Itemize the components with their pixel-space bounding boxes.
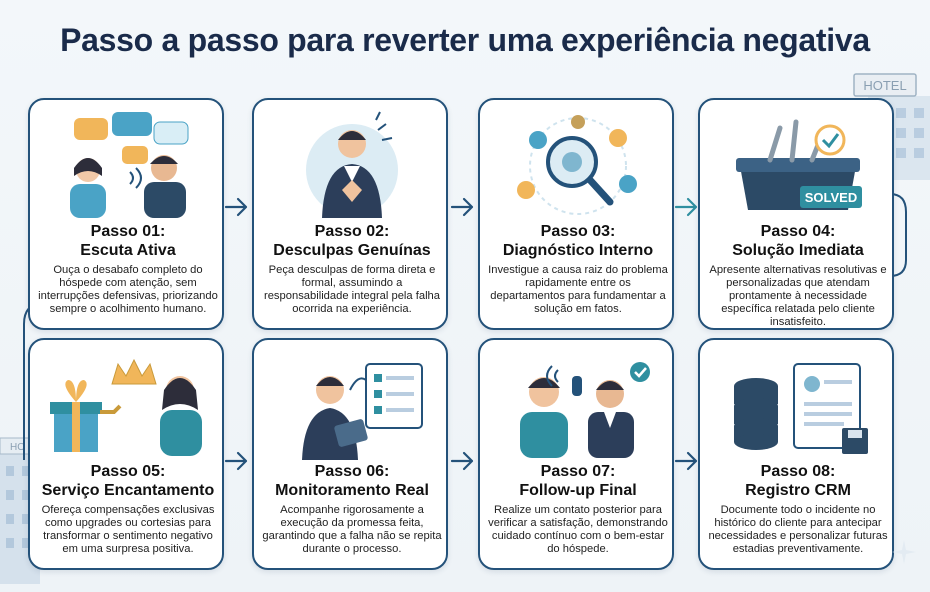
magnifier-gears-icon [517,115,637,215]
sparkle-icon [892,540,916,564]
step-2-title: Passo 02:Desculpas Genuínas [273,223,431,259]
arrow-right-icon [224,451,248,471]
arrow-right-icon [450,451,474,471]
step-5-title: Passo 05:Serviço Encantamento [41,463,215,499]
step-8-title: Passo 08:Registro CRM [745,463,851,499]
toolbox-icon: SOLVED [736,119,862,210]
step-card-6: Passo 06:Monitoramento Real Acompanhe ri… [252,338,448,570]
step-6-description: Acompanhe rigorosamente a execução da pr… [262,504,442,555]
step-card-8: Passo 08:Registro CRM Documente todo o i… [698,338,894,570]
step-card-4: SOLVED Passo 04:Solução Imediata Apresen… [698,98,894,330]
arrow-right-icon [674,197,698,217]
step-7-description: Realize um contato posterior para verifi… [488,504,668,555]
step-7-title: Passo 07:Follow-up Final [519,463,637,499]
row-connector-right [889,193,907,277]
page-title: Passo a passo para reverter uma experiên… [60,22,870,58]
step-card-1: Passo 01:Escuta Ativa Ouça o desabafo co… [28,98,224,330]
step-2-description: Peça desculpas de forma direta e formal,… [263,264,441,315]
step-8-description: Documente todo o incidente no histórico … [708,504,888,555]
arrow-right-icon [224,197,248,217]
step-3-description: Investigue a causa raiz do problema rapi… [488,264,668,315]
step-6-title: Passo 06:Monitoramento Real [275,463,429,499]
step-4-description: Apresente alternativas resolutivas e per… [709,264,887,328]
database-document-icon [734,363,868,454]
hotel-sign-left: HO [10,442,25,453]
step-card-3: Passo 03:Diagnóstico Interno Investigue … [478,98,674,330]
tablet-checklist-icon [302,363,423,460]
step-5-description: Ofereça compensações exclusivas como upg… [41,504,215,555]
solved-badge: SOLVED [805,190,858,205]
arrow-right-icon [450,197,474,217]
step-1-description: Ouça o desabafo completo do hóspede com … [38,264,218,315]
step-card-5: Passo 05:Serviço Encantamento Ofereça co… [28,338,224,570]
step-1-title: Passo 01:Escuta Ativa [80,223,176,259]
step-4-title: Passo 04:Solução Imediata [732,223,864,259]
arrow-right-icon [674,451,698,471]
bowing-staff-icon [306,111,398,218]
speech-bubbles-icon [70,112,189,218]
step-card-7: Passo 07:Follow-up Final Realize um cont… [478,338,674,570]
gift-crown-icon [50,358,202,456]
step-3-title: Passo 03:Diagnóstico Interno [502,223,654,259]
phone-call-icon [520,362,650,458]
step-card-2: Passo 02:Desculpas Genuínas Peça desculp… [252,98,448,330]
hotel-sign: HOTEL [863,78,906,93]
